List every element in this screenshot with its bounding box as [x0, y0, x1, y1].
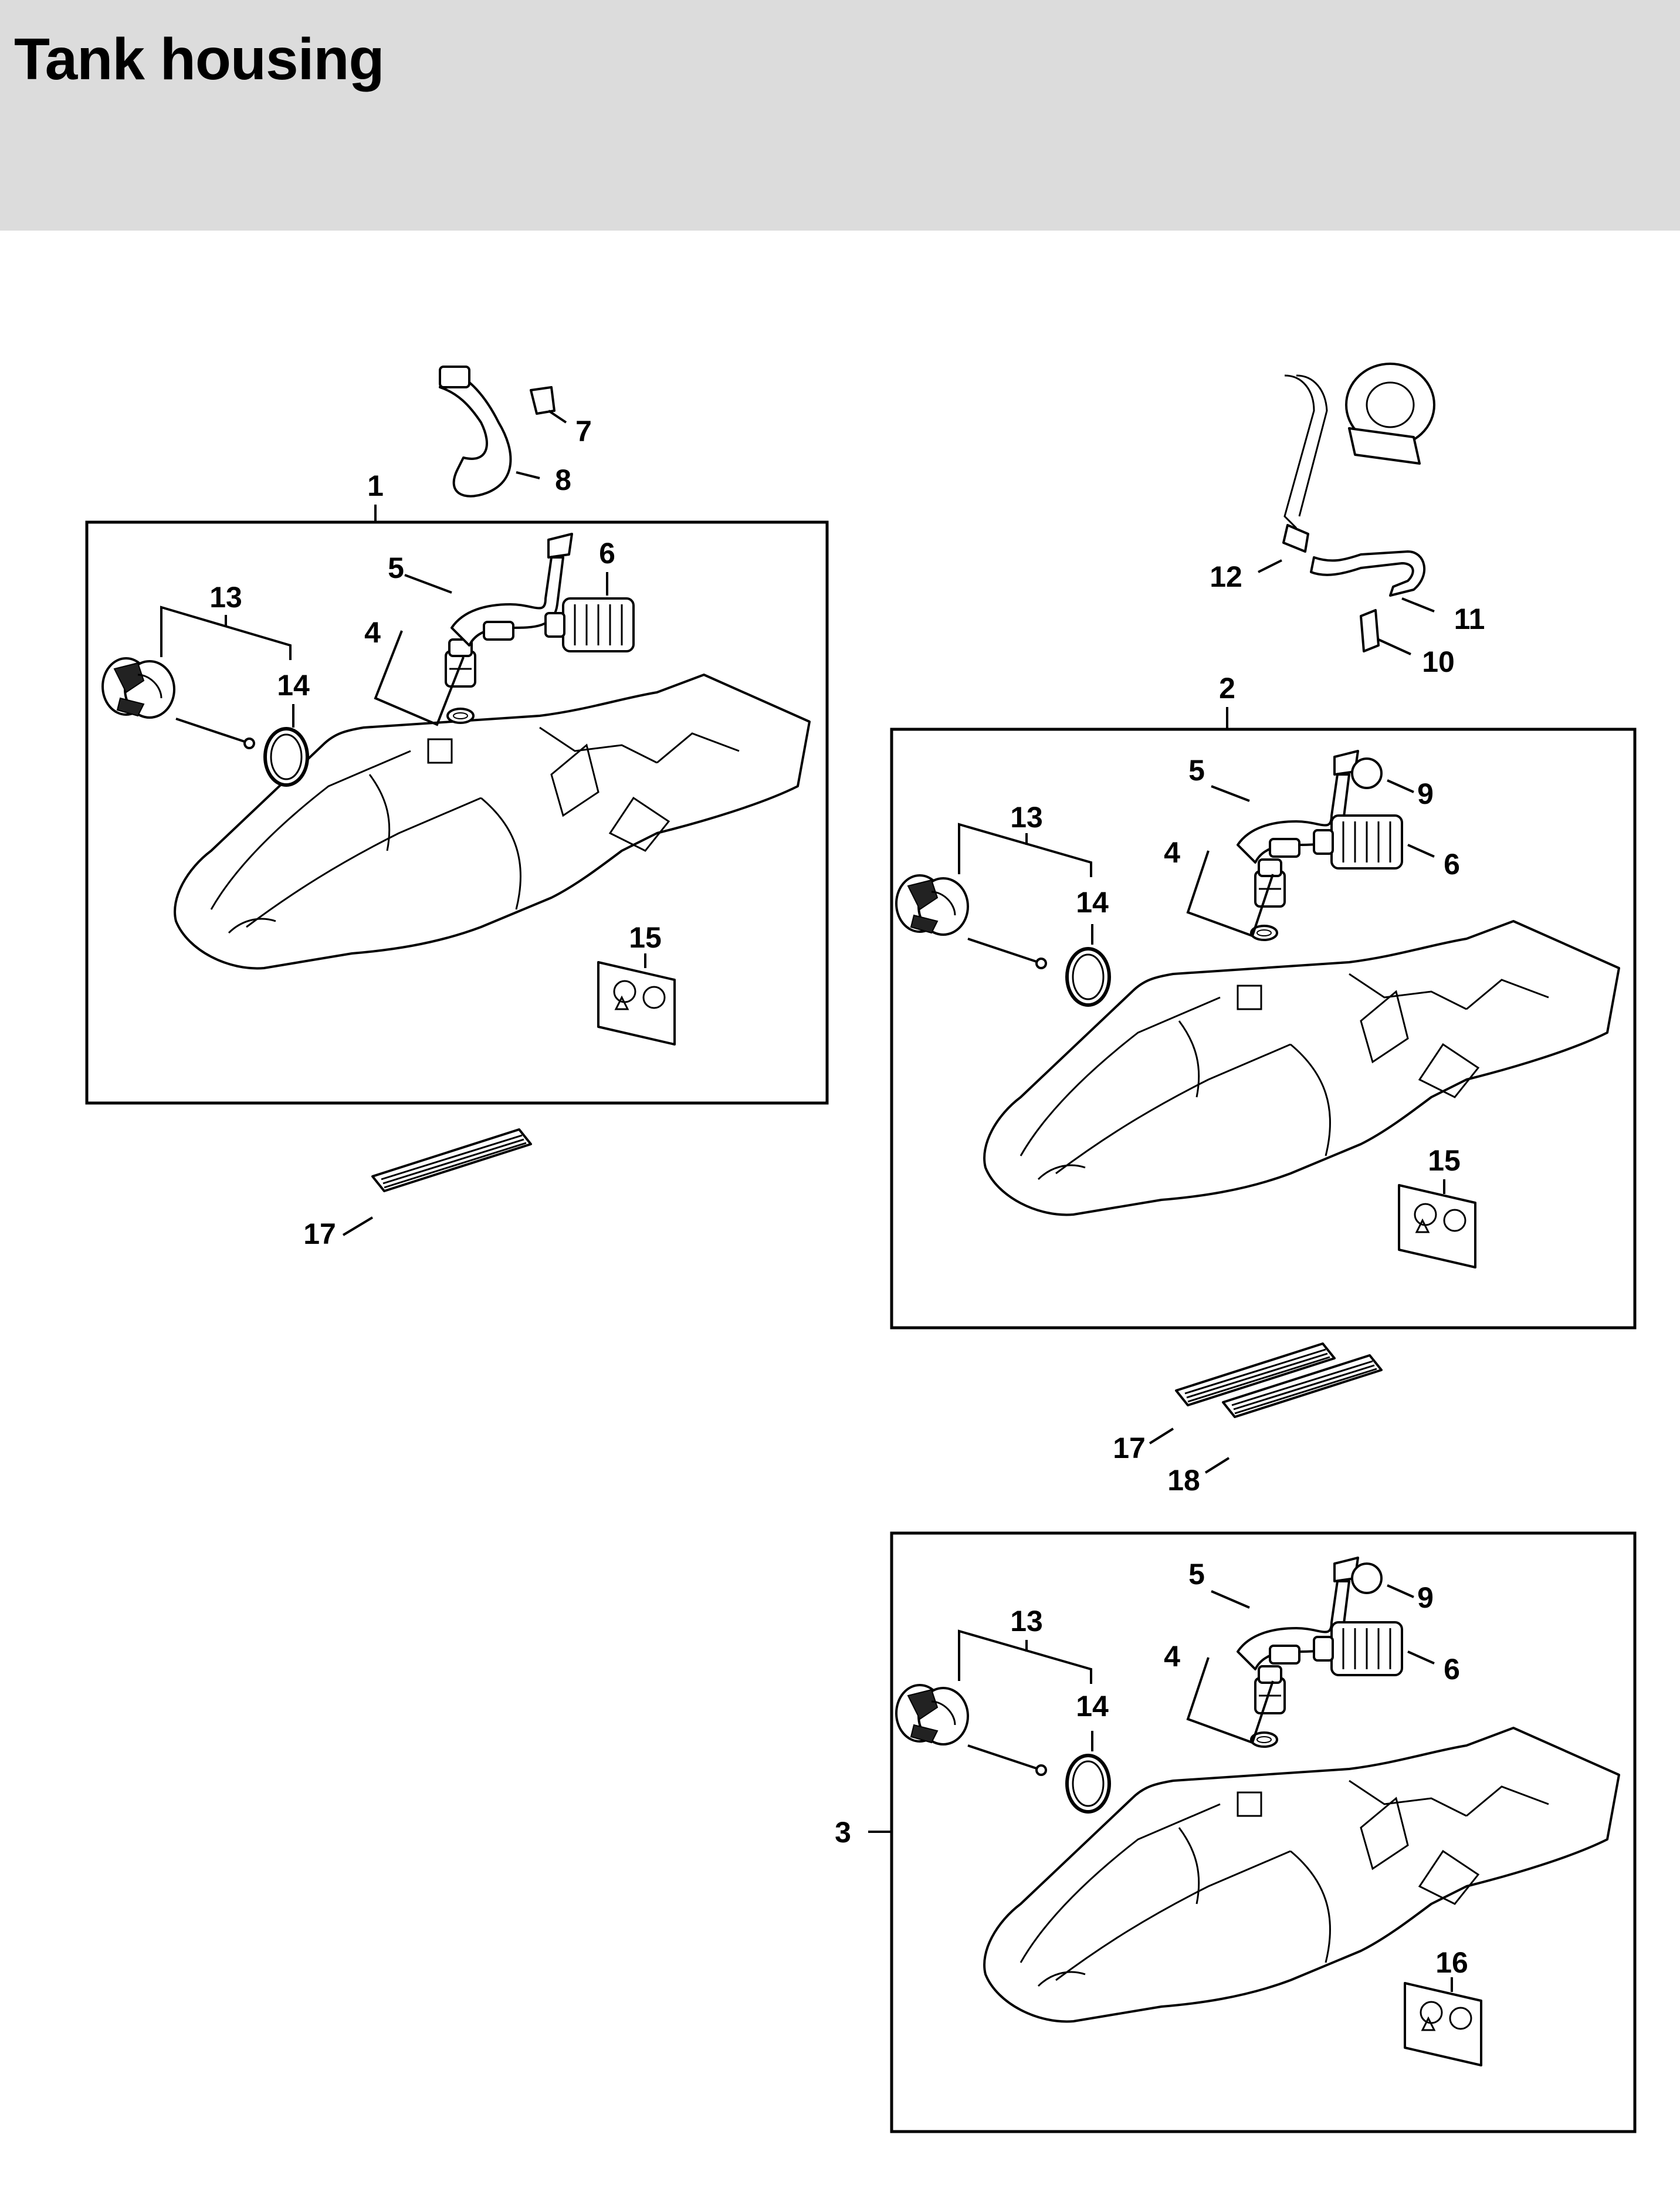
o-ring-drawing [1067, 1755, 1109, 1812]
callout-12: 12 [1210, 560, 1242, 593]
callout-8: 8 [555, 464, 571, 496]
callout-13: 13 [1010, 801, 1043, 834]
label-assembly-1: 1 [367, 469, 384, 502]
assembly-2: 2 13 14 4 5 9 6 15 [890, 672, 1637, 1330]
tank-cap-drawing [895, 1684, 969, 1746]
fuel-filter-drawing [1313, 1621, 1403, 1676]
warning-label-drawing [1398, 1184, 1476, 1268]
callout-10: 10 [1422, 645, 1455, 678]
elbow-connector-drawing [530, 386, 556, 415]
assembly-3: 3 13 14 4 5 9 6 16 [835, 1531, 1637, 2133]
washer-drawing [446, 708, 475, 724]
tank-vent-hose-drawing [439, 368, 512, 498]
warning-label-drawing [597, 961, 676, 1046]
callout-15: 15 [1428, 1144, 1461, 1177]
hose-drawing [1310, 550, 1425, 597]
callout-5: 5 [1188, 754, 1205, 787]
tank-cap-drawing [101, 657, 175, 719]
screw-drawing [175, 718, 255, 749]
callout-9: 9 [1417, 1581, 1434, 1614]
callout-4: 4 [364, 616, 381, 649]
callout-14: 14 [1076, 886, 1109, 919]
callout-6: 6 [599, 537, 615, 570]
o-ring-drawing [1067, 949, 1109, 1005]
callout-14: 14 [1076, 1690, 1109, 1723]
callout-14: 14 [277, 669, 310, 702]
plug-drawing [1351, 1562, 1383, 1594]
tank-cap-drawing [895, 874, 969, 936]
screw-drawing [967, 938, 1047, 969]
callout-9: 9 [1417, 777, 1434, 810]
callout-6: 6 [1444, 848, 1460, 881]
fuel-line-drawing [1283, 374, 1315, 529]
callout-7: 7 [575, 415, 592, 448]
header-band: Tank housing [0, 0, 1680, 231]
callout-5: 5 [388, 552, 404, 584]
callout-15: 15 [629, 921, 662, 954]
callout-16: 16 [1435, 1946, 1468, 1979]
callout-11: 11 [1454, 603, 1485, 635]
tank-housing-drawing [174, 674, 811, 970]
page-title: Tank housing [14, 26, 385, 92]
callout-17: 17 [303, 1217, 336, 1250]
warning-label-drawing [1404, 1982, 1482, 2066]
screw-drawing [967, 1744, 1047, 1776]
callout-17: 17 [1113, 1432, 1146, 1464]
o-ring-drawing [265, 729, 307, 785]
label-assembly-3: 3 [835, 1816, 851, 1849]
assembly-1-frame [85, 520, 829, 1105]
elbow-drawing [1360, 609, 1380, 652]
callout-4: 4 [1164, 836, 1180, 869]
assembly-2-frame [890, 728, 1637, 1330]
sticker-strip-drawing [371, 1128, 532, 1192]
label-assembly-2: 2 [1219, 672, 1235, 705]
fuel-filter-drawing [544, 597, 635, 652]
plug-drawing [1351, 757, 1383, 789]
callout-5: 5 [1188, 1558, 1205, 1591]
assembly-2-extras: 12 11 10 17 18 [1113, 363, 1485, 1497]
assembly-1-extras: 7 8 17 [303, 366, 592, 1250]
assembly-1: 1 13 14 4 5 6 15 [85, 469, 829, 1105]
fuel-filter-drawing [1313, 814, 1403, 870]
callout-13: 13 [1010, 1605, 1043, 1638]
callout-18: 18 [1167, 1464, 1200, 1497]
callout-13: 13 [209, 581, 242, 614]
callout-4: 4 [1164, 1640, 1180, 1673]
fuel-hose-connector-drawing [1282, 524, 1309, 553]
callout-6: 6 [1444, 1653, 1460, 1686]
